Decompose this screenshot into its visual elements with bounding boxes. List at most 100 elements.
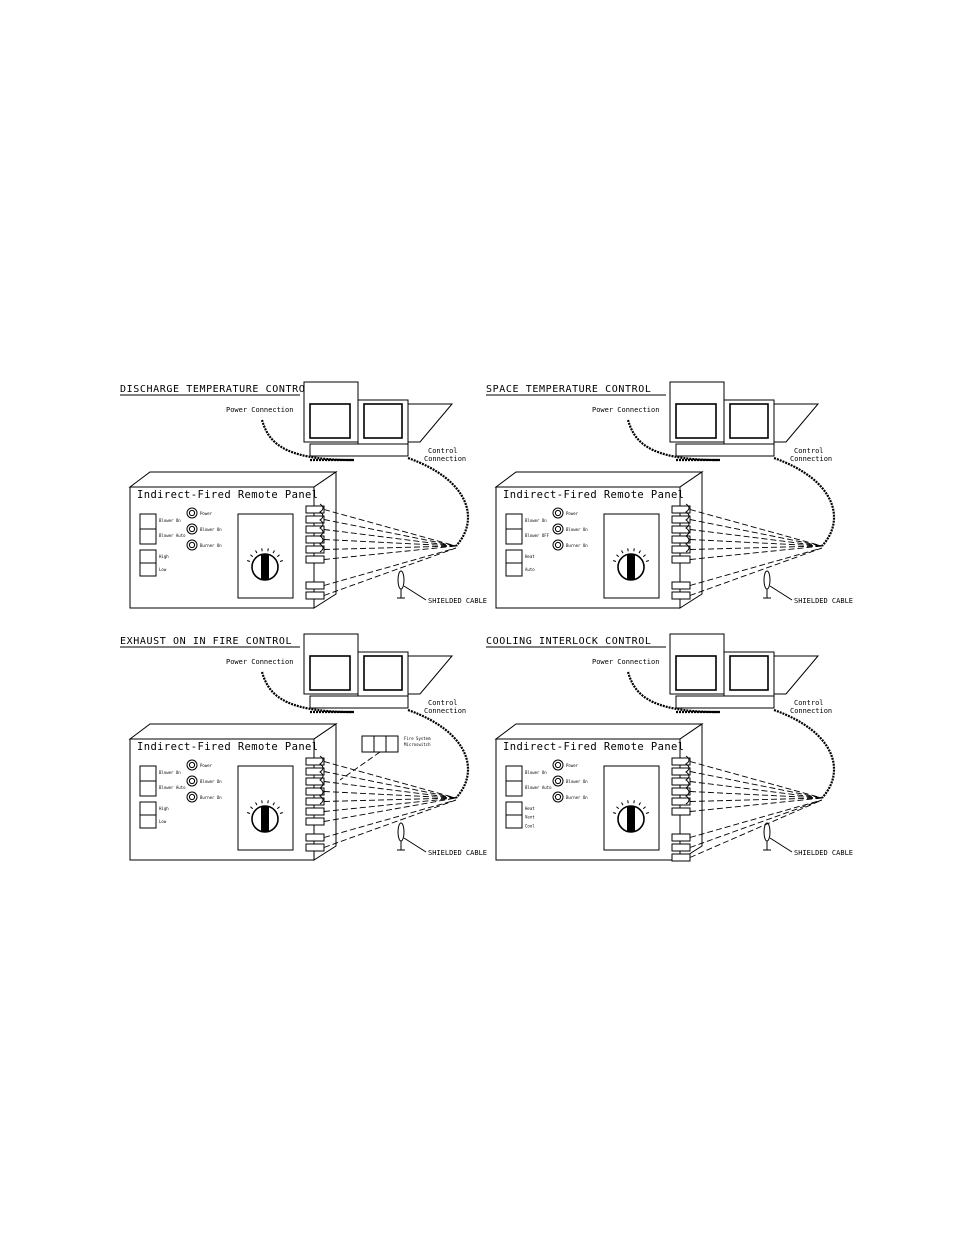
control-wire	[323, 797, 457, 812]
light-ring-icon	[554, 525, 562, 533]
heater-unit	[669, 633, 820, 714]
dial-tick	[276, 554, 280, 558]
unit-access-door-1	[675, 403, 717, 439]
unit-access-door-2	[729, 403, 769, 439]
unit-access-door-2	[363, 403, 403, 439]
shielded-wire	[323, 547, 457, 586]
panel-top-face	[128, 723, 338, 740]
cable-leader-line	[769, 585, 793, 601]
dial-tick	[616, 554, 620, 558]
unit-blower-section	[723, 399, 775, 445]
cable-leader-line	[403, 837, 427, 853]
indicator-light: Blower On	[186, 523, 222, 535]
terminal-strip	[305, 755, 325, 852]
dial-tick	[267, 548, 269, 552]
strip-edge	[319, 503, 324, 553]
unit-inlet-hood	[407, 403, 454, 443]
terminal-block	[305, 817, 325, 826]
microswitch-wire	[339, 751, 381, 781]
terminal-block	[671, 833, 691, 842]
power-connection-label: Power Connection	[226, 406, 293, 414]
indicator-light: Blower On	[552, 775, 588, 787]
heater-unit	[303, 633, 454, 714]
control-wire	[323, 771, 457, 799]
power-connection-label: Power Connection	[592, 658, 659, 666]
unit-base-rail	[309, 443, 409, 457]
light-lens-icon	[186, 775, 198, 787]
light-ring-icon	[188, 793, 196, 801]
terminal-block	[305, 807, 325, 816]
unit-base-rail	[309, 695, 409, 709]
terminal-block	[671, 797, 691, 806]
diagram-title: COOLING INTERLOCK CONTROL	[486, 636, 652, 647]
light-ring-icon	[188, 525, 196, 533]
control-wire	[323, 519, 457, 547]
control-wire	[323, 545, 457, 550]
fire-system-label-1: Fire System	[404, 736, 431, 741]
dial-tick	[250, 554, 254, 558]
diagram-title: SPACE TEMPERATURE CONTROL	[486, 384, 652, 395]
switch-position-label: Blower Auto	[159, 785, 186, 790]
shielded-cable-label: SHIELDED CABLE	[794, 597, 853, 605]
indicator-light: Burner On	[552, 791, 588, 803]
indicator-light-label: Power	[566, 763, 579, 768]
indicator-light-label: Power	[566, 511, 579, 516]
terminal-block	[305, 757, 325, 766]
terminal-block	[305, 581, 325, 590]
fire-system-label-2: Microswitch	[404, 742, 431, 747]
dial-pointer-icon	[261, 806, 269, 832]
shielded-wire	[323, 799, 457, 838]
terminal-block	[305, 545, 325, 554]
control-wire	[689, 545, 823, 550]
light-lens-icon	[552, 507, 564, 519]
terminal-strip	[305, 503, 325, 600]
light-lens-icon	[186, 539, 198, 551]
dial-tick	[246, 812, 251, 814]
terminal-block	[305, 505, 325, 514]
switch-position-label: High	[159, 806, 169, 811]
dial-tick	[276, 806, 280, 810]
unit-blower-section	[357, 399, 409, 445]
light-ring-icon	[554, 541, 562, 549]
control-wire	[689, 545, 823, 560]
indicator-light: Blower On	[552, 523, 588, 535]
dial-tick	[621, 550, 624, 554]
dial-tick	[250, 806, 254, 810]
cable-leader-line	[769, 837, 793, 853]
indicator-light: Power	[186, 507, 213, 519]
temperature-dial	[237, 765, 294, 851]
dial-pointer-icon	[261, 554, 269, 580]
unit-access-door-2	[729, 655, 769, 691]
switch-position-label: Auto	[525, 567, 535, 572]
light-lens-icon	[186, 759, 198, 771]
terminal-block	[671, 591, 691, 600]
light-ring-icon	[554, 793, 562, 801]
control-wire	[689, 797, 823, 802]
shielded-wire	[689, 547, 823, 586]
dial-tick	[627, 800, 629, 804]
heater-unit	[303, 381, 454, 462]
shielded-wire	[689, 799, 823, 848]
control-connection-label-2: Connection	[424, 455, 466, 463]
strip-edge	[319, 755, 324, 805]
panel-top-face	[494, 471, 704, 488]
light-ring-icon	[188, 541, 196, 549]
dial-tick	[261, 800, 263, 804]
strip-edge	[685, 755, 690, 805]
control-connection-label-2: Connection	[790, 707, 832, 715]
unit-access-door-1	[309, 403, 351, 439]
shielded-cable-label: SHIELDED CABLE	[428, 597, 487, 605]
control-connection-label-1: Control	[428, 447, 458, 455]
switch-position-label: Heat	[525, 806, 535, 811]
indicator-light-label: Burner On	[566, 795, 588, 800]
light-ring-icon	[554, 777, 562, 785]
shielded-wire	[689, 799, 823, 838]
dial-tick	[272, 802, 275, 806]
